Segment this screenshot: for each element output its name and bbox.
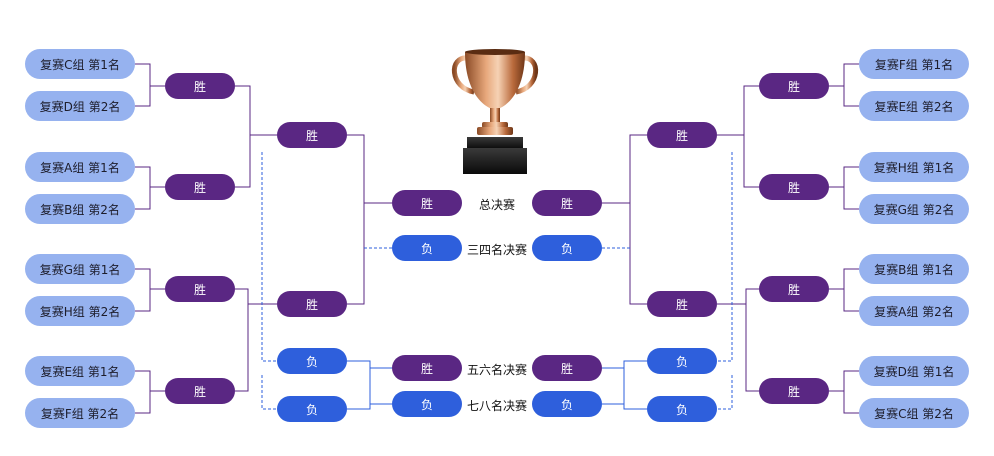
left-r1-win-3: 胜 bbox=[165, 276, 235, 302]
right-team-4: 复赛G组 第2名 bbox=[859, 194, 969, 224]
right-r2-lose-2: 负 bbox=[647, 396, 717, 422]
right-final-win: 胜 bbox=[532, 190, 602, 216]
left-r2-lose-2: 负 bbox=[277, 396, 347, 422]
right-team-3: 复赛H组 第1名 bbox=[859, 152, 969, 182]
right-third-lose: 负 bbox=[532, 235, 602, 261]
right-seventh-lose: 负 bbox=[532, 391, 602, 417]
right-connector-r1-2 bbox=[843, 166, 859, 210]
right-connector-r1-4 bbox=[843, 370, 859, 414]
right-connector-r2-b bbox=[745, 288, 759, 392]
left-team-1: 复赛C组 第1名 bbox=[25, 49, 135, 79]
right-team-7: 复赛D组 第1名 bbox=[859, 356, 969, 386]
left-connector-r2-b bbox=[235, 288, 249, 392]
left-connector-r2-a bbox=[235, 85, 251, 188]
left-connector-r1-4 bbox=[135, 370, 151, 414]
right-r2-win-1: 胜 bbox=[647, 122, 717, 148]
left-team-8: 复赛F组 第2名 bbox=[25, 398, 135, 428]
left-team-5: 复赛G组 第1名 bbox=[25, 254, 135, 284]
right-connector-placement bbox=[623, 360, 647, 410]
right-r2-win-2: 胜 bbox=[647, 291, 717, 317]
final-match-label: 总决赛 bbox=[478, 198, 515, 212]
left-seventh-lose: 负 bbox=[392, 391, 462, 417]
right-r2-lose-1: 负 bbox=[647, 348, 717, 374]
right-team-6: 复赛A组 第2名 bbox=[859, 296, 969, 326]
left-connector-semis bbox=[347, 134, 365, 305]
right-team-5: 复赛B组 第1名 bbox=[859, 254, 969, 284]
right-r1-win-1: 胜 bbox=[759, 73, 829, 99]
left-team-6: 复赛H组 第2名 bbox=[25, 296, 135, 326]
right-team-2: 复赛E组 第2名 bbox=[859, 91, 969, 121]
left-r1-win-2: 胜 bbox=[165, 174, 235, 200]
left-r1-win-1: 胜 bbox=[165, 73, 235, 99]
right-team-8: 复赛C组 第2名 bbox=[859, 398, 969, 428]
left-third-lose: 负 bbox=[392, 235, 462, 261]
left-fifth-win: 胜 bbox=[392, 355, 462, 381]
left-connector-r1-2 bbox=[135, 166, 151, 210]
right-fifth-win: 胜 bbox=[532, 355, 602, 381]
left-connector-placement bbox=[347, 360, 371, 410]
left-team-7: 复赛E组 第1名 bbox=[25, 356, 135, 386]
left-r1-win-4: 胜 bbox=[165, 378, 235, 404]
left-connector-r1-3 bbox=[135, 268, 151, 312]
right-connector-r1-3 bbox=[843, 268, 859, 312]
left-loser-connector-b bbox=[261, 375, 277, 410]
third-place-match-label: 三四名决赛 bbox=[466, 243, 527, 257]
seventh-place-match-label: 七八名决赛 bbox=[466, 399, 527, 413]
right-team-1: 复赛F组 第1名 bbox=[859, 49, 969, 79]
right-connector-r2-a bbox=[743, 85, 759, 188]
right-connector-r1-1 bbox=[843, 63, 859, 107]
fifth-place-match-label: 五六名决赛 bbox=[466, 363, 527, 377]
left-connector-r1-1 bbox=[135, 63, 151, 107]
left-r2-win-1: 胜 bbox=[277, 122, 347, 148]
left-r2-win-2: 胜 bbox=[277, 291, 347, 317]
right-r1-win-4: 胜 bbox=[759, 378, 829, 404]
right-r1-win-3: 胜 bbox=[759, 276, 829, 302]
left-team-2: 复赛D组 第2名 bbox=[25, 91, 135, 121]
right-connector-semis bbox=[629, 134, 647, 305]
right-loser-connector-b bbox=[717, 375, 733, 410]
left-final-win: 胜 bbox=[392, 190, 462, 216]
right-r1-win-2: 胜 bbox=[759, 174, 829, 200]
left-team-3: 复赛A组 第1名 bbox=[25, 152, 135, 182]
left-r2-lose-1: 负 bbox=[277, 348, 347, 374]
left-team-4: 复赛B组 第2名 bbox=[25, 194, 135, 224]
